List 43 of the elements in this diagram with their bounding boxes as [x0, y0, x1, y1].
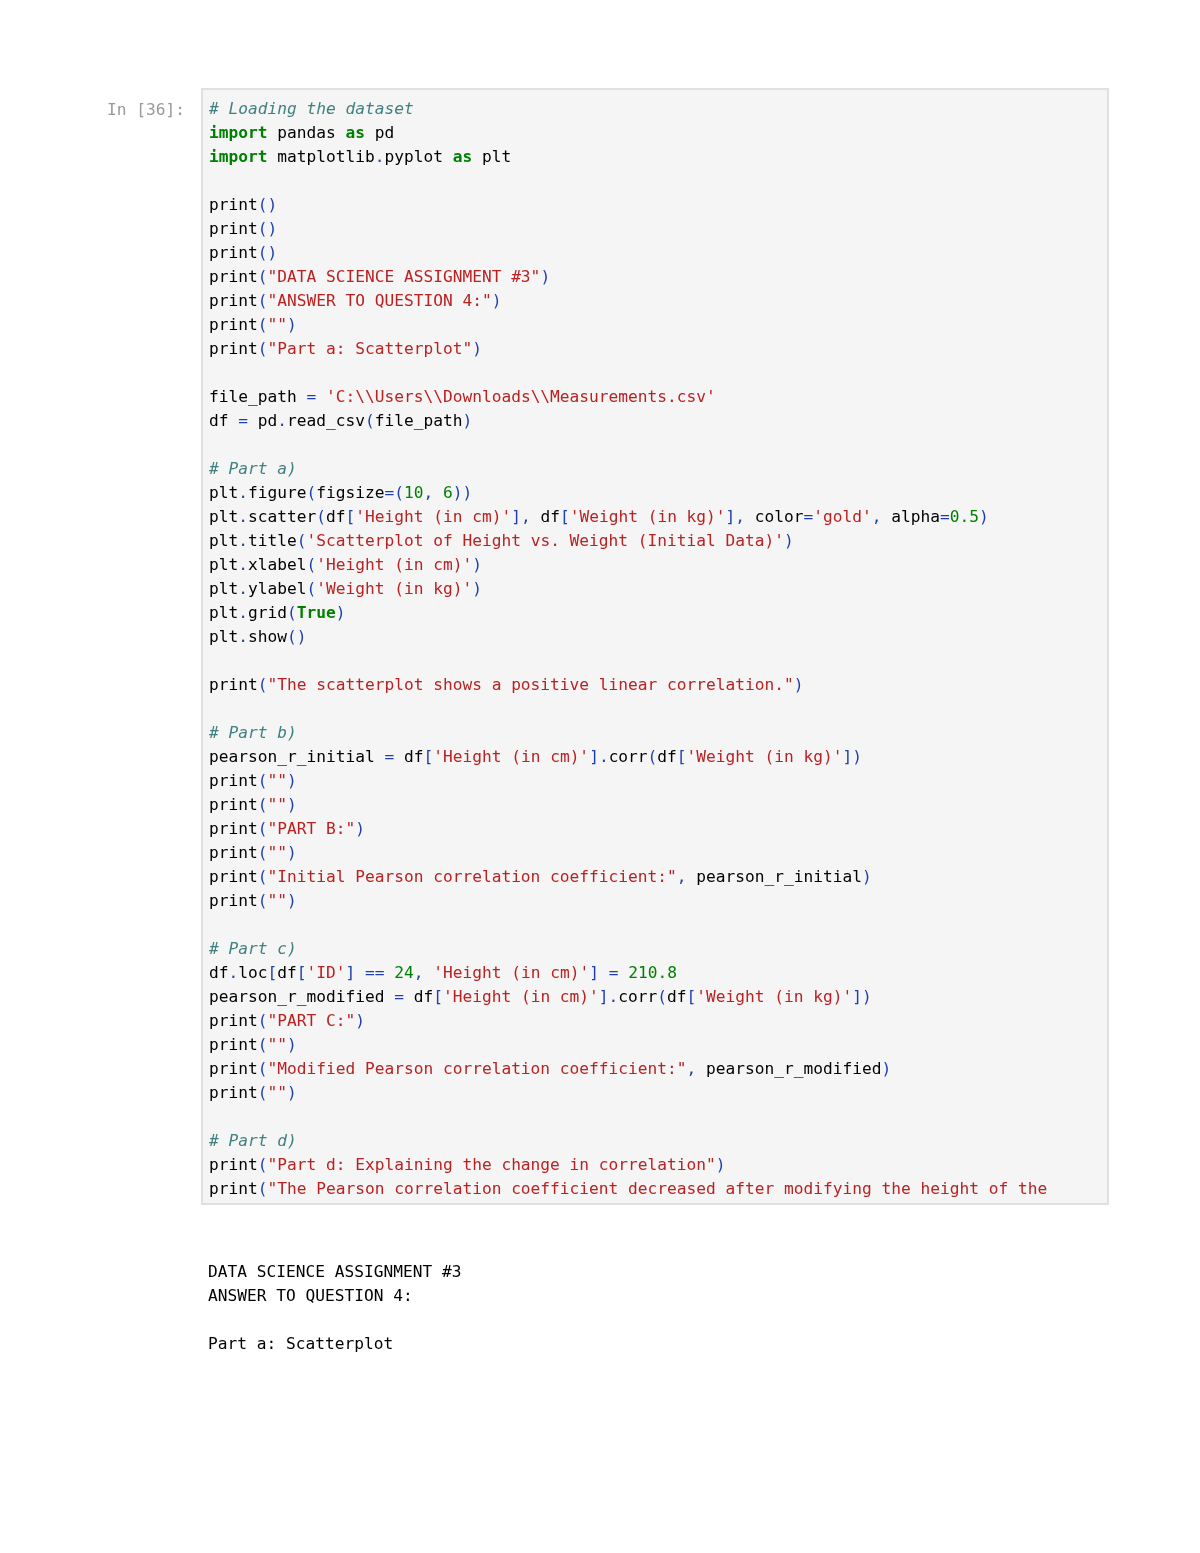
code-line: df = pd.read_csv(file_path)	[209, 410, 473, 432]
code-line: print("PART B:")	[209, 818, 365, 840]
code-line: df.loc[df['ID'] == 24, 'Height (in cm)'] = 210.8	[209, 962, 677, 984]
code-line: plt.grid(True)	[209, 602, 346, 624]
code-line: print()	[209, 218, 278, 240]
code-line: print("")	[209, 1034, 297, 1056]
code-line: print("ANSWER TO QUESTION 4:")	[209, 290, 502, 312]
code-line: print()	[209, 242, 278, 264]
code-line: plt.ylabel('Weight (in kg)')	[209, 578, 482, 600]
code-line: print("")	[209, 770, 297, 792]
code-line: print("PART C:")	[209, 1010, 365, 1032]
code-line: file_path = 'C:\\Users\\Downloads\\Measurements.csv'	[209, 386, 716, 408]
code-line: print("The scatterplot shows a positive linear correlation.")	[209, 674, 804, 696]
code-line: # Part a)	[209, 458, 297, 480]
code-line: # Part b)	[209, 722, 297, 744]
code-line: print("Modified Pearson correlation coefficient:", pearson_r_modified)	[209, 1058, 892, 1080]
code-line: pearson_r_initial = df['Height (in cm)'].corr(df['Weight (in kg)'])	[209, 746, 863, 768]
code-line: # Part c)	[209, 938, 297, 960]
code-line: # Part d)	[209, 1130, 297, 1152]
code-line: print("")	[209, 314, 297, 336]
code-line: print("")	[209, 794, 297, 816]
code-line: pearson_r_modified = df['Height (in cm)'].corr(df['Weight (in kg)'])	[209, 986, 872, 1008]
code-line: print()	[209, 194, 278, 216]
code-line: print("Part d: Explaining the change in correlation")	[209, 1154, 726, 1176]
code-line: print("")	[209, 1082, 297, 1104]
code-line: print("The Pearson correlation coefficient decreased after modifying the height of the	[209, 1178, 1048, 1200]
code-line: plt.figure(figsize=(10, 6))	[209, 482, 473, 504]
code-line: plt.scatter(df['Height (in cm)'], df['Weight (in kg)'], color='gold', alpha=0.5)	[209, 506, 989, 528]
code-line: plt.title('Scatterplot of Height vs. Weight (Initial Data)')	[209, 530, 794, 552]
output-line: DATA SCIENCE ASSIGNMENT #3	[208, 1261, 462, 1283]
code-line: import pandas as pd	[209, 122, 395, 144]
code-line: print("Part a: Scatterplot")	[209, 338, 482, 360]
code-line: import matplotlib.pyplot as plt	[209, 146, 512, 168]
code-line: # Loading the dataset	[209, 98, 414, 120]
code-line: print("")	[209, 890, 297, 912]
code-line: print("Initial Pearson correlation coefficient:", pearson_r_initial)	[209, 866, 872, 888]
code-line: print("DATA SCIENCE ASSIGNMENT #3")	[209, 266, 551, 288]
output-line: ANSWER TO QUESTION 4:	[208, 1285, 413, 1307]
code-line: print("")	[209, 842, 297, 864]
code-line: plt.show()	[209, 626, 307, 648]
code-line: plt.xlabel('Height (in cm)')	[209, 554, 482, 576]
cell-prompt: In [36]:	[107, 99, 185, 121]
output-line: Part a: Scatterplot	[208, 1333, 394, 1355]
